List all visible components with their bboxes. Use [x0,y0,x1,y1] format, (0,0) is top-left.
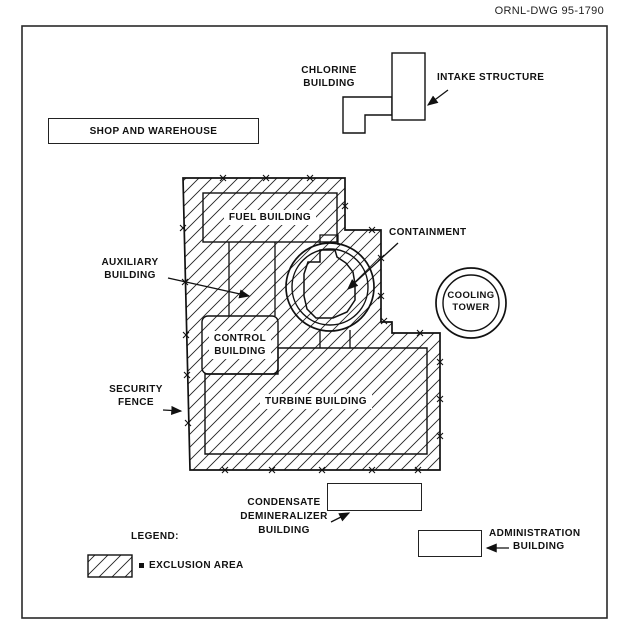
intake-structure-outline [391,52,426,121]
turbine-building-outline [204,347,428,455]
legend-bullet-square [139,563,144,568]
administration-building [418,530,482,557]
cooling-tower-outer-ring [435,267,507,339]
containment-label: CONTAINMENT [389,227,467,238]
condensate-demineralizer-building [327,483,422,511]
cooling-tower-label: COOLING TOWER [447,290,495,313]
control-building-label: CONTROL BUILDING [208,331,272,359]
legend-exclusion-swatch [87,554,133,578]
auxiliary-building-walls [228,242,276,316]
containment-turbine-connector [319,330,351,348]
chlorine-building-outline [342,96,393,134]
shop-and-warehouse-label: SHOP AND WAREHOUSE [89,125,218,137]
security-fence-exclusion-area [182,177,441,471]
fence-post-marks [179,174,444,474]
containment-inner-ring [291,248,369,326]
drawing-number: ORNL-DWG 95-1790 [494,5,604,17]
auxiliary-building-label: AUXILIARY BUILDING [101,257,159,281]
condensate-demineralizer-label: CONDENSATE DEMINERALIZER BUILDING [240,497,328,536]
condensate-building-arrow [330,512,351,523]
chlorine-building-label: CHLORINE BUILDING [301,65,357,89]
containment-outer-ring [285,242,375,332]
fuel-building-outline [202,192,338,243]
containment-top-tab [319,234,339,245]
fuel-building-label: FUEL BUILDING [223,210,317,225]
security-fence-label: SECURITY FENCE [109,384,163,408]
cooling-tower-inner-ring [442,274,500,332]
legend-heading: LEGEND: [131,531,179,542]
auxiliary-building-arrow [167,277,251,299]
legend-exclusion-area-label: EXCLUSION AREA [149,560,244,571]
containment-internal-structure [303,249,356,319]
drawing-border [21,25,608,619]
containment-arrow [347,242,399,290]
intake-structure-label: INTAKE STRUCTURE [437,72,545,83]
shop-and-warehouse-building: SHOP AND WAREHOUSE [48,118,259,144]
turbine-building-label: TURBINE BUILDING [260,393,372,409]
administration-building-label: ADMINISTRATION BUILDING [489,528,581,552]
security-fence-arrow [162,405,183,416]
intake-structure-arrow [426,89,449,106]
